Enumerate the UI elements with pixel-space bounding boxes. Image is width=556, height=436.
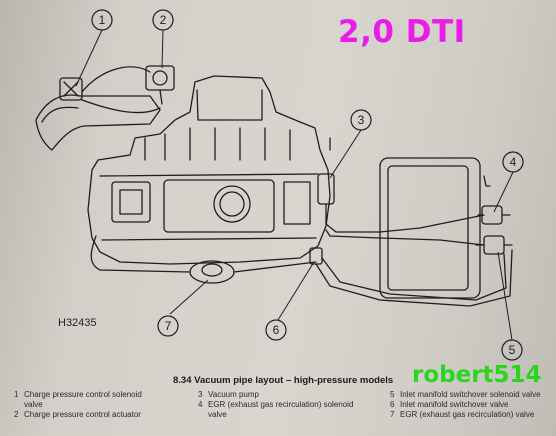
callout-6: 6	[265, 319, 287, 341]
svg-text:7: 7	[165, 319, 172, 333]
callout-7: 7	[157, 315, 179, 337]
callout-5: 5	[501, 339, 523, 361]
svg-text:1: 1	[99, 13, 106, 27]
watermark: robert514	[412, 362, 542, 388]
figure-caption: 8.34 Vacuum pipe layout – high-pressure …	[173, 375, 394, 386]
svg-text:6: 6	[273, 323, 280, 337]
legend-item-continuation: valve	[24, 400, 43, 409]
drawing-code: H32435	[58, 317, 97, 329]
callout-1: 1	[91, 9, 113, 31]
svg-text:4: 4	[510, 155, 517, 169]
engine-outline	[87, 75, 331, 265]
callout-3: 3	[350, 109, 372, 131]
callout-2: 2	[152, 9, 174, 31]
legend-item-continuation: valve	[208, 410, 227, 419]
callout-4: 4	[502, 151, 524, 173]
svg-text:2: 2	[160, 13, 167, 27]
model-overlay-title: 2,0 DTI	[338, 14, 466, 50]
svg-text:3: 3	[358, 113, 365, 127]
svg-text:5: 5	[509, 343, 516, 357]
